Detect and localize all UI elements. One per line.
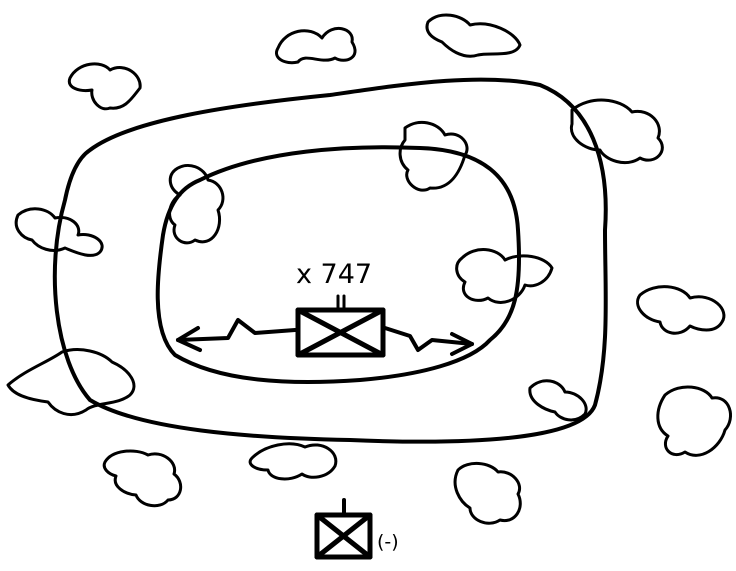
woods-icon <box>400 122 467 190</box>
unit-strength-label: (-) <box>377 531 399 553</box>
woods-icon <box>638 287 724 334</box>
woods-icon <box>8 350 134 415</box>
woods-icon <box>250 444 336 479</box>
woods-icon <box>427 15 520 56</box>
woods-icon <box>457 250 552 303</box>
hill-elevation-label: x 747 <box>296 259 372 290</box>
woods-icon <box>530 381 586 420</box>
left-arrow-icon <box>178 320 295 350</box>
right-arrow-icon <box>385 328 472 354</box>
woods-icon <box>170 165 223 242</box>
bottom-unit-symbol-icon <box>317 500 370 557</box>
woods-icon <box>658 387 731 455</box>
unit-symbol-icon <box>298 296 383 355</box>
woods-icon <box>455 463 520 523</box>
woods-icon <box>104 451 180 506</box>
woods-icon <box>571 100 662 163</box>
woods-icon <box>69 64 140 109</box>
woods-icon <box>276 28 355 62</box>
